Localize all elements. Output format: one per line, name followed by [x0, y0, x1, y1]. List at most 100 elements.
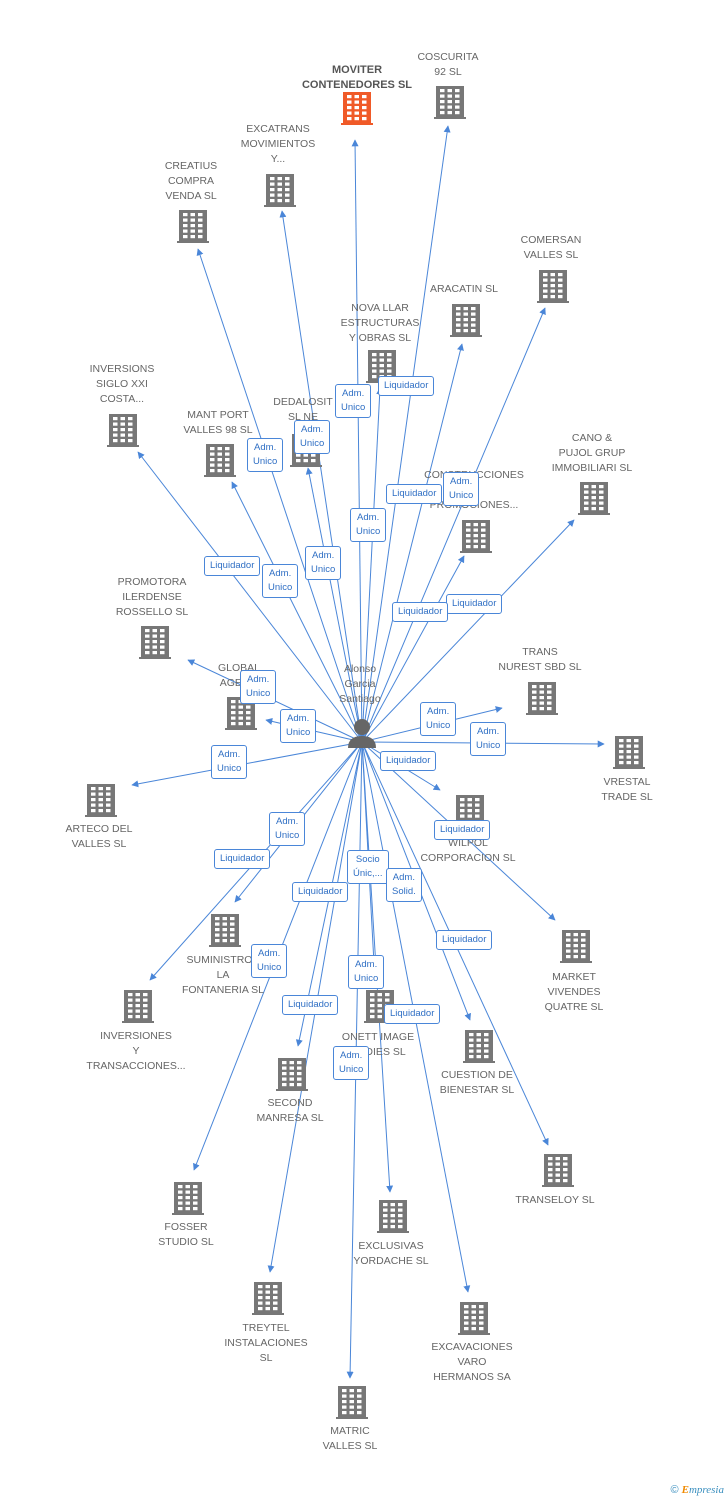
role-badge-onett[interactable]: Socio Únic,...	[347, 850, 389, 884]
building-icon-construcciones[interactable]	[460, 520, 492, 553]
edge-to-construcciones	[361, 555, 465, 743]
role-badge-mantport[interactable]: Adm. Unico	[262, 564, 299, 598]
role-badge-global[interactable]: Adm. Unico	[280, 709, 317, 743]
building-icon-vrestal[interactable]	[613, 736, 645, 769]
company-label-mantport[interactable]: MANT PORT VALLES 98 SL	[183, 409, 253, 436]
building-icon-cano[interactable]	[578, 482, 610, 515]
building-icon-coscurita[interactable]	[434, 86, 466, 119]
company-label-matric[interactable]: MATRIC VALLES SL	[322, 1425, 378, 1452]
building-icon-inversiones_siglo[interactable]	[107, 414, 139, 447]
building-icon-comersan[interactable]	[537, 270, 569, 303]
building-icon-suministros[interactable]	[209, 914, 241, 947]
building-icon-market[interactable]	[560, 930, 592, 963]
company-label-inversiones_trans[interactable]: INVERSIONES Y TRANSACCIONES...	[86, 1030, 186, 1072]
role-badge-novallar[interactable]: Adm. Unico	[350, 508, 387, 542]
edge-to-comersan	[361, 307, 546, 743]
building-icon-second[interactable]	[276, 1058, 308, 1091]
role-badge-wilpol[interactable]: Liquidador	[380, 751, 437, 771]
company-label-market[interactable]: MARKET VIVENDES QUATRE SL	[544, 971, 604, 1013]
role-badge-creatius[interactable]: Adm. Unico	[247, 438, 284, 472]
role-badge-coscurita[interactable]: Liquidador	[378, 376, 435, 396]
role-badge-transeloy[interactable]: Liquidador	[436, 930, 493, 950]
role-badge-suministros[interactable]: Adm. Unico	[269, 812, 306, 846]
role-badge-cano[interactable]: Liquidador	[446, 594, 503, 614]
company-label-trans_nurest[interactable]: TRANS NUREST SBD SL	[498, 646, 582, 673]
company-label-comersan[interactable]: COMERSAN VALLES SL	[520, 234, 582, 261]
role-badge-excavaciones[interactable]: Liquidador	[384, 1004, 441, 1024]
company-label-inversiones_siglo[interactable]: INVERSIONS SIGLO XXI COSTA...	[89, 363, 155, 405]
copyright-symbol: ©	[670, 1484, 679, 1496]
company-label-creatius[interactable]: CREATIUS COMPRA VENDA SL	[164, 160, 218, 202]
edge-to-cano	[361, 519, 575, 743]
edge-to-excatrans	[279, 210, 363, 743]
company-label-novallar[interactable]: NOVA LLAR ESTRUCTURAS Y OBRAS SL	[340, 302, 420, 344]
building-icon-moviter[interactable]	[341, 92, 373, 125]
role-badge-aracatin[interactable]: Liquidador	[386, 484, 443, 504]
building-icon-transeloy[interactable]	[542, 1154, 574, 1187]
edge-to-dedalosit	[305, 467, 363, 743]
edge-to-coscurita	[361, 125, 451, 743]
company-label-aracatin[interactable]: ARACATIN SL	[429, 283, 499, 295]
company-label-cuestion[interactable]: CUESTION DE BIENESTAR SL	[439, 1069, 515, 1096]
edge-to-mantport	[231, 481, 363, 743]
role-badge-construcciones[interactable]: Liquidador	[392, 602, 449, 622]
company-label-promotora[interactable]: PROMOTORA ILERDENSE ROSSELLO SL	[115, 576, 189, 618]
building-icon-inversiones_trans[interactable]	[122, 990, 154, 1023]
edge-to-novallar	[361, 387, 384, 743]
role-badge-vrestal[interactable]: Adm. Unico	[470, 722, 507, 756]
building-icon-creatius[interactable]	[177, 210, 209, 243]
building-icon-mantport[interactable]	[204, 444, 236, 477]
company-label-treytel[interactable]: TREYTEL INSTALACIONES SL	[224, 1322, 308, 1364]
building-icon-fosser[interactable]	[172, 1182, 204, 1215]
building-icon-treytel[interactable]	[252, 1282, 284, 1315]
role-badge-fosser[interactable]: Adm. Unico	[251, 944, 288, 978]
company-label-global[interactable]: GLOBAL AGEN...	[217, 662, 261, 689]
role-badge-inversiones_siglo[interactable]: Liquidador	[204, 556, 261, 576]
company-label-fosser[interactable]: FOSSER STUDIO SL	[158, 1221, 214, 1248]
building-icon-excatrans[interactable]	[264, 174, 296, 207]
company-label-exclusivas[interactable]: EXCLUSIVAS YORDACHE SL	[353, 1240, 429, 1267]
role-badge-second[interactable]: Liquidador	[292, 882, 349, 902]
building-icon-cuestion[interactable]	[463, 1030, 495, 1063]
role-badge-treytel[interactable]: Liquidador	[282, 995, 339, 1015]
building-layer	[85, 86, 645, 1419]
company-label-coscurita[interactable]: COSCURITA 92 SL	[417, 51, 479, 78]
role-badge-market[interactable]: Liquidador	[434, 820, 491, 840]
edge-to-moviter	[351, 139, 363, 743]
company-label-excavaciones[interactable]: EXCAVACIONES VARO HERMANOS SA	[431, 1341, 513, 1383]
role-badge-excatrans[interactable]: Adm. Unico	[294, 420, 331, 454]
role-badge-moviter[interactable]: Adm. Unico	[335, 384, 372, 418]
role-badge-inversiones_trans[interactable]: Liquidador	[214, 849, 271, 869]
role-badge-matric[interactable]: Adm. Unico	[333, 1046, 370, 1080]
company-label-arteco[interactable]: ARTECO DEL VALLES SL	[65, 823, 133, 850]
company-label-wilpol[interactable]: WILPOL CORPORACION SL	[420, 837, 516, 864]
building-icon-aracatin[interactable]	[450, 304, 482, 337]
company-label-second[interactable]: SECOND MANRESA SL	[256, 1097, 324, 1124]
footer-brand: ©Empresia	[671, 1484, 725, 1496]
role-badge-promotora[interactable]: Adm. Unico	[240, 670, 277, 704]
company-label-suministros[interactable]: SUMINISTROS LA FONTANERIA SL	[181, 954, 265, 996]
company-label-transeloy[interactable]: TRANSELOY SL	[515, 1194, 595, 1206]
person-icon[interactable]	[348, 719, 376, 748]
building-icon-exclusivas[interactable]	[377, 1200, 409, 1233]
building-icon-arteco[interactable]	[85, 784, 117, 817]
company-label-vrestal[interactable]: VRESTAL TRADE SL	[601, 776, 653, 803]
company-label-cano[interactable]: CANO & PUJOL GRUP IMMOBILIARI SL	[551, 432, 633, 474]
role-badge-comersan[interactable]: Adm. Unico	[443, 472, 480, 506]
building-icon-trans_nurest[interactable]	[526, 682, 558, 715]
building-icon-promotora[interactable]	[139, 626, 171, 659]
role-badge-cuestion[interactable]: Adm. Solid.	[386, 868, 422, 902]
edge-to-creatius	[196, 248, 363, 743]
building-icon-excavaciones[interactable]	[458, 1302, 490, 1335]
company-label-onett[interactable]: ONETT IMAGE BODIES SL	[341, 1031, 415, 1058]
company-label-moviter[interactable]: MOVITER CONTENEDORES SL	[301, 64, 412, 91]
center-person-name[interactable]: Alonso Garcia Santiago	[339, 663, 381, 705]
building-icon-matric[interactable]	[336, 1386, 368, 1419]
role-badge-trans_nurest[interactable]: Adm. Unico	[420, 702, 457, 736]
role-badge-arteco[interactable]: Adm. Unico	[211, 745, 248, 779]
role-badge-exclusivas[interactable]: Adm. Unico	[348, 955, 385, 989]
role-badge-dedalosit[interactable]: Adm. Unico	[305, 546, 342, 580]
company-label-excatrans[interactable]: EXCATRANS MOVIMIENTOS Y...	[240, 123, 316, 165]
brand-initial: E	[681, 1484, 689, 1496]
